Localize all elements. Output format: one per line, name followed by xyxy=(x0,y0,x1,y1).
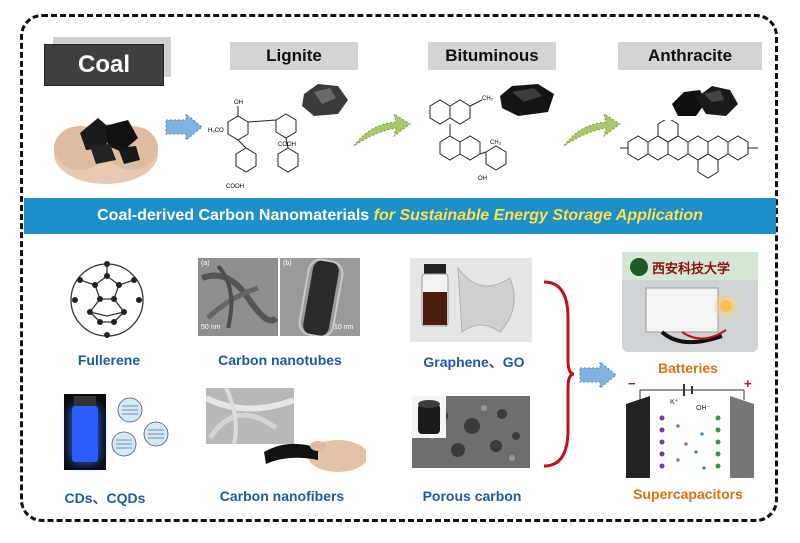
hands-with-coal-image xyxy=(54,118,158,184)
ch2-label: CH₂ xyxy=(482,96,494,102)
rank-anthracite: Anthracite xyxy=(618,42,762,70)
graphene-image xyxy=(410,258,532,342)
tem-panel-a-label: (a) xyxy=(201,260,210,267)
tem-scale-b: 10 nm xyxy=(334,324,354,331)
label-batteries: Batteries xyxy=(658,360,718,376)
arrow-lignite-to-bituminous-icon xyxy=(353,112,411,147)
quantum-dots-icon xyxy=(111,397,169,457)
dashed-frame xyxy=(20,14,778,522)
oh-label-2: OH xyxy=(478,176,487,182)
potassium-ion-label: K⁺ xyxy=(670,399,679,406)
banner-highlight-text: for Sustainable Energy Storage Applicati… xyxy=(373,207,703,224)
fullerene-image xyxy=(70,261,144,338)
tem-image-a: (a) 50 nm xyxy=(198,258,278,336)
grouping-brace xyxy=(543,280,575,468)
minus-terminal: − xyxy=(628,376,636,391)
university-sign-text: 西安科技大学 xyxy=(652,262,731,277)
hydroxide-ion-label: OH⁻ xyxy=(696,405,711,412)
label-carbon-nanofibers: Carbon nanofibers xyxy=(219,488,345,504)
arrow-to-applications-icon xyxy=(579,360,617,390)
porous-carbon-pellet-image xyxy=(412,396,446,438)
banner-main-text: Coal-derived Carbon Nanomaterials xyxy=(97,207,374,224)
oh-label: OH xyxy=(234,100,243,106)
lignite-structure-diagram: H₃CO OH COOH COOH xyxy=(208,100,299,190)
title-banner: Coal-derived Carbon Nanomaterials for Su… xyxy=(24,198,776,234)
bituminous-structure-diagram: CH₂ CH₃ OH xyxy=(429,96,507,182)
flexible-film-hand-image xyxy=(264,440,366,472)
anthracite-structure-diagram xyxy=(620,120,758,179)
ch3-label: CH₃ xyxy=(490,140,502,146)
label-graphene-go: Graphene、GO xyxy=(423,354,525,370)
lignite-lump-image xyxy=(302,84,348,116)
bituminous-lump-image xyxy=(500,84,554,116)
cooh-label: COOH xyxy=(226,184,244,190)
battery-device-image: 西安科技大学 xyxy=(622,252,758,352)
rank-bituminous: Bituminous xyxy=(428,42,556,70)
supercapacitor-diagram xyxy=(626,384,754,478)
h3co-label: H₃CO xyxy=(208,128,224,134)
nanofiber-sem-image xyxy=(206,388,294,444)
label-fullerene: Fullerene xyxy=(77,352,141,368)
label-cds-cqds: CDs、CQDs xyxy=(64,490,146,506)
label-carbon-nanotubes: Carbon nanotubes xyxy=(218,352,342,368)
plus-terminal: + xyxy=(744,376,752,391)
coal-label-box: Coal xyxy=(44,44,164,86)
arrow-bituminous-to-anthracite-icon xyxy=(563,112,621,147)
anthracite-lump-image xyxy=(672,86,738,116)
tem-image-b: (b) 10 nm xyxy=(280,258,360,336)
label-supercapacitors: Supercapacitors xyxy=(633,486,743,502)
cds-vial-image xyxy=(64,394,106,470)
label-porous-carbon: Porous carbon xyxy=(422,488,522,504)
tem-panel-b-label: (b) xyxy=(283,260,292,267)
cooh-label-2: COOH xyxy=(278,142,296,148)
rank-lignite: Lignite xyxy=(230,42,358,70)
tem-scale-a: 50 nm xyxy=(201,324,221,331)
arrow-coal-to-ranks-icon xyxy=(165,112,203,142)
university-logo-icon xyxy=(630,258,648,276)
